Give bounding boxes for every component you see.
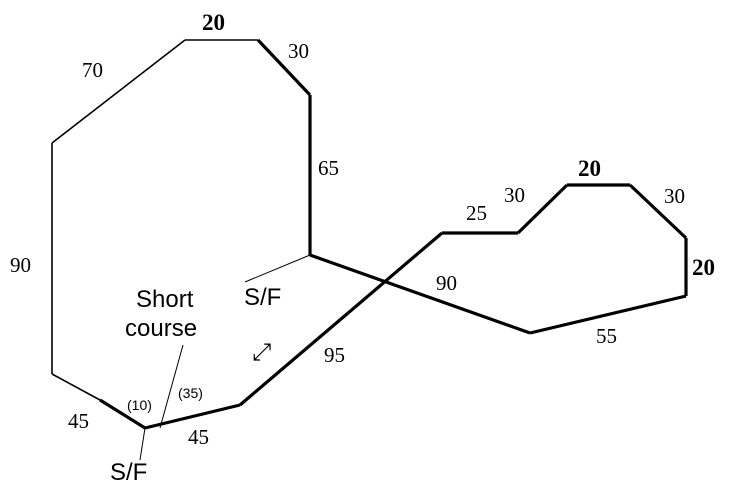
label-65: 65 xyxy=(318,156,339,180)
short-course-callout xyxy=(159,344,184,429)
label-45-left: 45 xyxy=(68,409,89,433)
short-distance-right: (35) xyxy=(178,385,203,401)
label-55: 55 xyxy=(596,324,617,348)
segment-55 xyxy=(529,294,687,335)
label-90-left: 90 xyxy=(10,253,31,277)
label-30-mid: 30 xyxy=(504,183,525,207)
label-25: 25 xyxy=(466,201,487,225)
segment-45-left xyxy=(99,398,146,430)
label-70: 70 xyxy=(82,58,103,82)
start-finish-label-top: S/F xyxy=(244,284,281,311)
label-30-top: 30 xyxy=(288,39,309,63)
segment-90-mid xyxy=(309,253,531,335)
sf-top-callout xyxy=(244,254,311,283)
short-distance-left: (10) xyxy=(127,397,152,413)
label-95: 95 xyxy=(324,343,345,367)
label-90-mid: 90 xyxy=(436,271,457,295)
direction-arrow-icon: ⤢ xyxy=(252,339,271,366)
short-course-label-line2: course xyxy=(125,315,197,342)
label-20-top: 20 xyxy=(202,10,225,35)
segment-30-right xyxy=(628,183,688,240)
label-30-right: 30 xyxy=(664,184,685,208)
short-course-label-line1: Short xyxy=(136,286,194,313)
label-20-right-top: 20 xyxy=(578,156,601,181)
segment-45-left-thin xyxy=(51,373,101,401)
sf-bottom-callout xyxy=(139,427,146,461)
segment-30-top xyxy=(256,38,312,97)
segment-70 xyxy=(51,39,186,144)
segment-30-mid xyxy=(516,183,569,235)
start-finish-label-bottom: S/F xyxy=(110,459,147,486)
label-45-bottom: 45 xyxy=(188,425,209,449)
label-20-right: 20 xyxy=(692,255,715,280)
segment-95 xyxy=(238,231,444,407)
